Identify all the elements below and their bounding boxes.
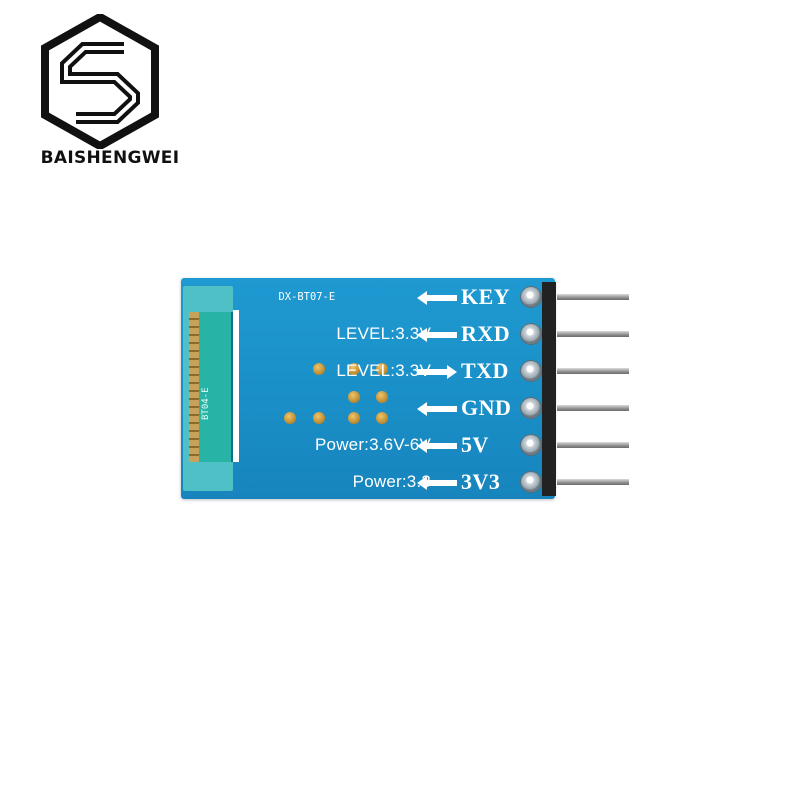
- header-pin: [557, 331, 629, 337]
- brand-logo: BAISHENGWEI: [0, 0, 220, 200]
- arrow-left-icon: [417, 402, 457, 416]
- pin-row-key: KEY: [181, 282, 555, 312]
- pin-name: TXD: [461, 358, 509, 383]
- header-pin: [557, 294, 629, 300]
- solder-pad: [376, 391, 388, 403]
- pin-hole: [521, 398, 541, 418]
- pin-hole: [521, 435, 541, 455]
- module-edge-strip: [189, 312, 199, 462]
- pin-row-gnd: GND: [181, 393, 555, 423]
- pin-name: GND: [461, 395, 512, 420]
- pin-row-txd: LEVEL:3.3V TXD: [181, 356, 555, 386]
- pin-note: LEVEL:3.3V: [336, 361, 431, 380]
- pin-hole: [521, 287, 541, 307]
- header-pin: [557, 405, 629, 411]
- arrow-right-icon: [417, 365, 457, 379]
- pin-row-5v: Power:3.6V-6V 5V: [181, 430, 555, 460]
- bt-module: BT04-E: [189, 312, 233, 462]
- pin-name: KEY: [461, 284, 511, 309]
- brand-name: BAISHENGWEI: [40, 148, 180, 168]
- arrow-left-icon: [417, 476, 457, 490]
- pin-header-base: [542, 282, 556, 496]
- solder-pad: [348, 363, 360, 375]
- pin-note: LEVEL:3.3V: [336, 324, 431, 343]
- silkscreen-bar: [233, 310, 239, 462]
- pin-name: 3V3: [461, 469, 501, 494]
- solder-pad: [376, 412, 388, 424]
- header-pin: [557, 368, 629, 374]
- hexagon-s-logo-icon: [41, 14, 159, 149]
- pin-row-3v3: Power:3.3 3V3: [181, 467, 555, 497]
- solder-pad: [348, 412, 360, 424]
- pin-note: Power:3.3: [352, 472, 431, 491]
- pin-name: 5V: [461, 432, 489, 457]
- solder-pad: [376, 363, 388, 375]
- header-pin: [557, 479, 629, 485]
- pin-hole: [521, 472, 541, 492]
- solder-pad: [313, 412, 325, 424]
- arrow-left-icon: [417, 291, 457, 305]
- solder-pad: [284, 412, 296, 424]
- solder-pad: [313, 363, 325, 375]
- header-pin: [557, 442, 629, 448]
- pin-hole: [521, 324, 541, 344]
- bluetooth-module-board: BT04-E DX-BT07-E KEY LEVEL:3.3V RXD LEVE…: [181, 278, 555, 499]
- pin-note: Power:3.6V-6V: [315, 435, 431, 454]
- arrow-left-icon: [417, 439, 457, 453]
- pin-row-rxd: LEVEL:3.3V RXD: [181, 319, 555, 349]
- pin-hole: [521, 361, 541, 381]
- pin-name: RXD: [461, 321, 511, 346]
- board-model-label: DX-BT07-E: [278, 290, 336, 303]
- arrow-left-icon: [417, 328, 457, 342]
- solder-pad: [348, 391, 360, 403]
